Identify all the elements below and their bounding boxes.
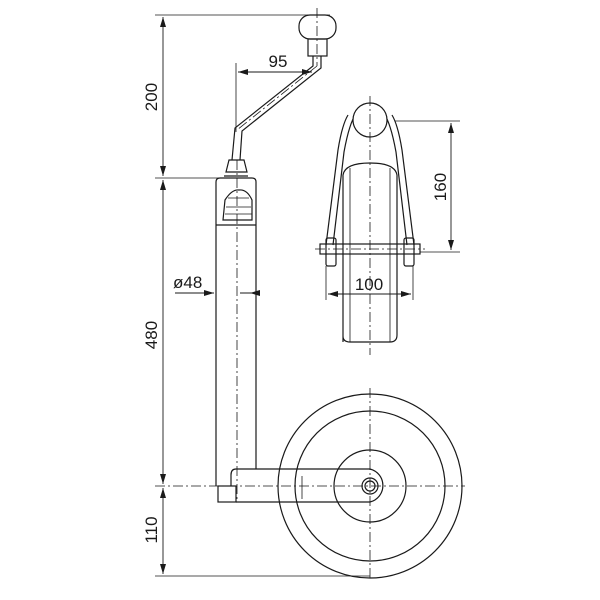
dim-200-label: 200 — [142, 83, 161, 111]
support-tube — [215, 160, 257, 500]
dim-110-label: 110 — [142, 516, 161, 543]
dim-48-label: ø48 — [173, 273, 202, 292]
dim-95-label: 95 — [269, 52, 288, 71]
dim-100: 100 — [325, 266, 414, 300]
wheel-side-view — [155, 388, 465, 580]
vertical-dimension-chain: 200 480 110 — [142, 14, 370, 577]
wheel-front-view — [315, 96, 425, 355]
dim-160: 160 — [395, 120, 460, 253]
crank-handle — [224, 8, 337, 177]
dim-diameter-48: ø48 — [173, 273, 260, 296]
dim-160-label: 160 — [431, 173, 450, 201]
dim-480-label: 480 — [142, 321, 161, 349]
dim-95: 95 — [235, 52, 312, 132]
dim-100-label: 100 — [355, 275, 383, 294]
